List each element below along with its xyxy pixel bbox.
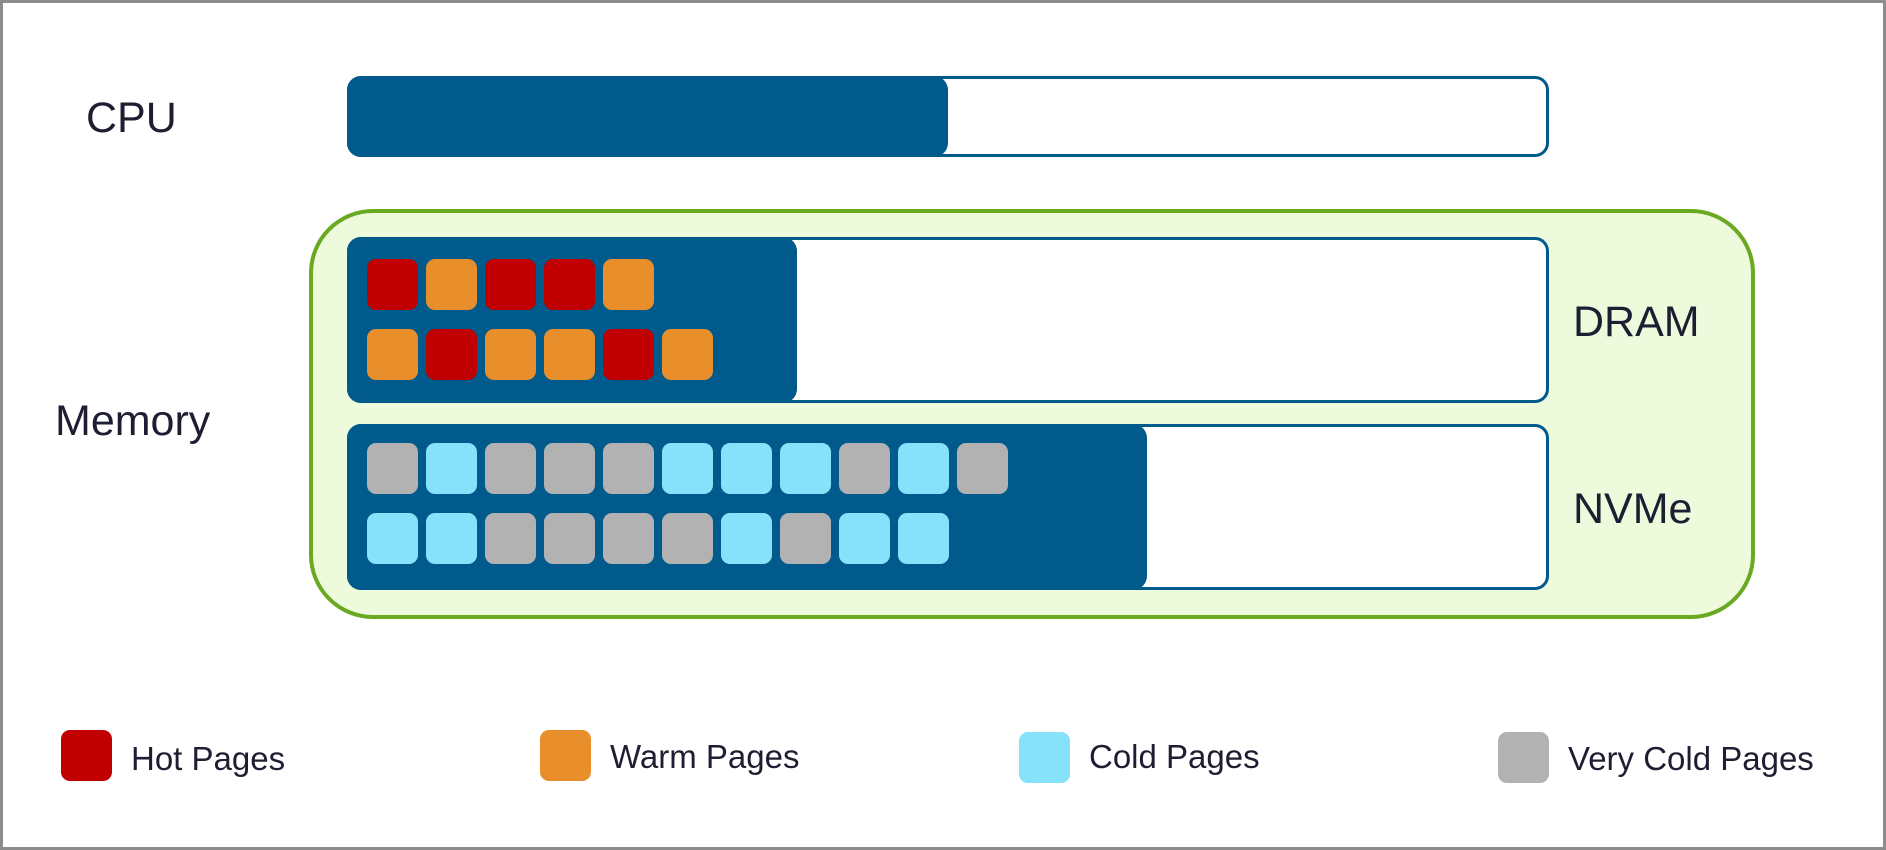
dram-page-hot xyxy=(485,259,536,310)
dram-page-warm xyxy=(485,329,536,380)
legend-label-cold: Cold Pages xyxy=(1089,738,1260,775)
legend-swatch-very-cold xyxy=(1498,732,1549,783)
dram-label: DRAM xyxy=(1573,298,1700,346)
nvme-page-very-cold xyxy=(839,443,890,494)
legend-label-very-cold: Very Cold Pages xyxy=(1568,740,1814,777)
legend-swatch-hot xyxy=(61,730,112,781)
nvme-page-very-cold xyxy=(780,513,831,564)
legend-label-warm: Warm Pages xyxy=(610,738,800,775)
nvme-page-cold xyxy=(721,443,772,494)
nvme-page-cold xyxy=(367,513,418,564)
nvme-page-cold xyxy=(839,513,890,564)
nvme-page-very-cold xyxy=(957,443,1008,494)
cpu-label: CPU xyxy=(86,94,177,142)
nvme-page-cold xyxy=(898,513,949,564)
legend-label-hot: Hot Pages xyxy=(131,740,286,777)
dram-page-warm xyxy=(426,259,477,310)
cpu-bar-fill xyxy=(347,76,948,157)
nvme-page-very-cold xyxy=(485,443,536,494)
nvme-page-very-cold xyxy=(662,513,713,564)
dram-page-warm xyxy=(367,329,418,380)
nvme-page-very-cold xyxy=(544,513,595,564)
memory-label: Memory xyxy=(55,397,211,445)
nvme-page-cold xyxy=(662,443,713,494)
nvme-page-very-cold xyxy=(603,513,654,564)
nvme-page-very-cold xyxy=(485,513,536,564)
legend-swatch-cold xyxy=(1019,732,1070,783)
nvme-page-cold xyxy=(721,513,772,564)
dram-page-warm xyxy=(662,329,713,380)
legend-swatch-warm xyxy=(540,730,591,781)
nvme-page-cold xyxy=(898,443,949,494)
nvme-page-cold xyxy=(780,443,831,494)
dram-page-warm xyxy=(544,329,595,380)
dram-page-hot xyxy=(544,259,595,310)
dram-page-hot xyxy=(367,259,418,310)
dram-page-hot xyxy=(426,329,477,380)
dram-page-warm xyxy=(603,259,654,310)
nvme-page-very-cold xyxy=(603,443,654,494)
nvme-page-cold xyxy=(426,513,477,564)
nvme-label: NVMe xyxy=(1573,485,1693,533)
dram-page-hot xyxy=(603,329,654,380)
nvme-page-very-cold xyxy=(367,443,418,494)
nvme-page-cold xyxy=(426,443,477,494)
nvme-page-very-cold xyxy=(544,443,595,494)
